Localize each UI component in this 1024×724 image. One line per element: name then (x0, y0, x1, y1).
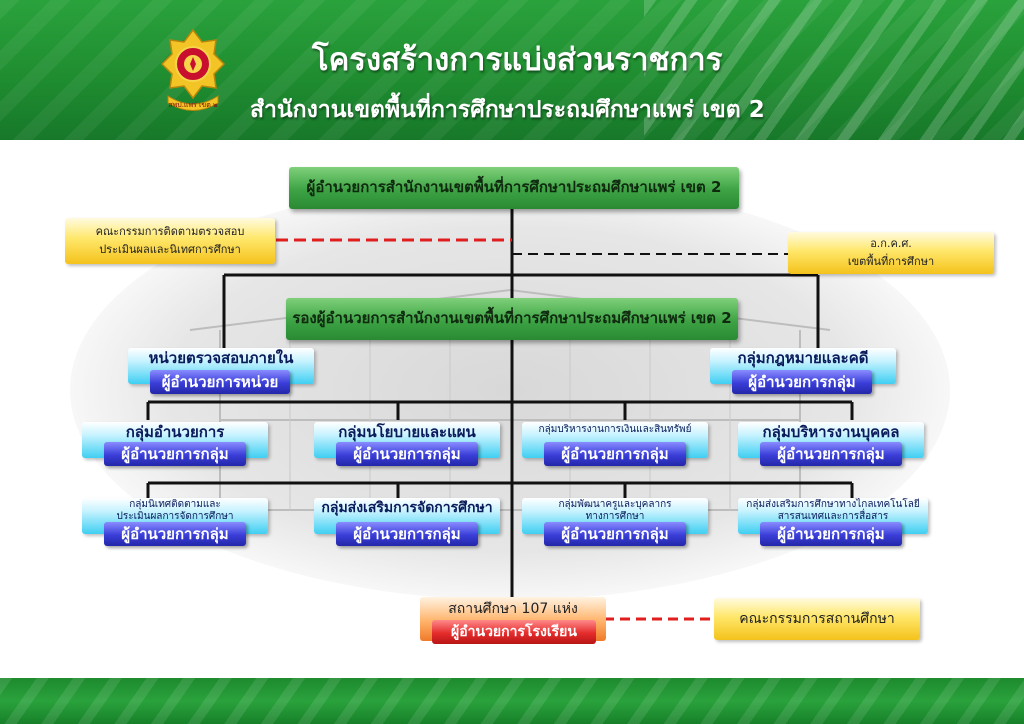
deputy-box: รองผู้อำนวยการสำนักงานเขตพื้นที่การศึกษา… (286, 298, 738, 340)
footer-banner (0, 678, 1024, 724)
committee-right-line2: เขตพื้นที่การศึกษา (847, 255, 935, 268)
unit-audit-head: ผู้อำนวยการหน่วย (150, 370, 290, 394)
school-committee-box: คณะกรรมการสถานศึกษา (714, 598, 920, 640)
unit-personnel-head: ผู้อำนวยการกลุ่ม (760, 442, 902, 466)
unit-teacher-dev-line1: กลุ่มพัฒนาครูและบุคลากร (558, 499, 672, 510)
director-box: ผู้อำนวยการสำนักงานเขตพื้นที่การศึกษาประ… (289, 167, 739, 209)
committee-right-box: อ.ก.ค.ศ. เขตพื้นที่การศึกษา (788, 232, 994, 274)
unit-supervision-line2: ประเมินผลการจัดการศึกษา (116, 511, 234, 522)
unit-admin-head: ผู้อำนวยการกลุ่ม (104, 442, 246, 466)
unit-policy-head: ผู้อำนวยการกลุ่ม (336, 442, 478, 466)
unit-ict-head: ผู้อำนวยการกลุ่ม (760, 522, 902, 546)
org-logo-icon: สพป.แพร่ เขต ๒ (160, 28, 226, 111)
committee-left-line1: คณะกรรมการติดตามตรวจสอบ (95, 225, 245, 238)
unit-finance-head: ผู้อำนวยการกลุ่ม (544, 442, 686, 466)
page-title: โครงสร้างการแบ่งส่วนราชการ (312, 42, 723, 78)
unit-teacher-dev-head: ผู้อำนวยการกลุ่ม (544, 522, 686, 546)
unit-ict-line1: กลุ่มส่งเสริมการศึกษาทางไกลเทคโนโลยี (746, 499, 920, 510)
committee-right-line1: อ.ก.ค.ศ. (870, 237, 912, 250)
unit-teacher-dev-line2: ทางการศึกษา (585, 511, 645, 522)
page-subtitle: สำนักงานเขตพื้นที่การศึกษาประถมศึกษาแพร่… (250, 97, 765, 123)
unit-supervision-line1: กลุ่มนิเทศติดตามและ (129, 499, 221, 510)
unit-promotion-head: ผู้อำนวยการกลุ่ม (336, 522, 478, 546)
logo-text: สพป.แพร่ เขต ๒ (168, 101, 218, 109)
committee-left-line2: ประเมินผลและนิเทศการศึกษา (99, 243, 241, 256)
unit-legal-head: ผู้อำนวยการกลุ่ม (732, 370, 872, 394)
schools-head: ผู้อำนวยการโรงเรียน (432, 620, 596, 644)
committee-left-box: คณะกรรมการติดตามตรวจสอบ ประเมินผลและนิเท… (65, 218, 275, 264)
unit-supervision-head: ผู้อำนวยการกลุ่ม (104, 522, 246, 546)
unit-ict-line2: สารสนเทศและการสื่อสาร (777, 511, 889, 522)
header-stripes (644, 0, 1024, 140)
